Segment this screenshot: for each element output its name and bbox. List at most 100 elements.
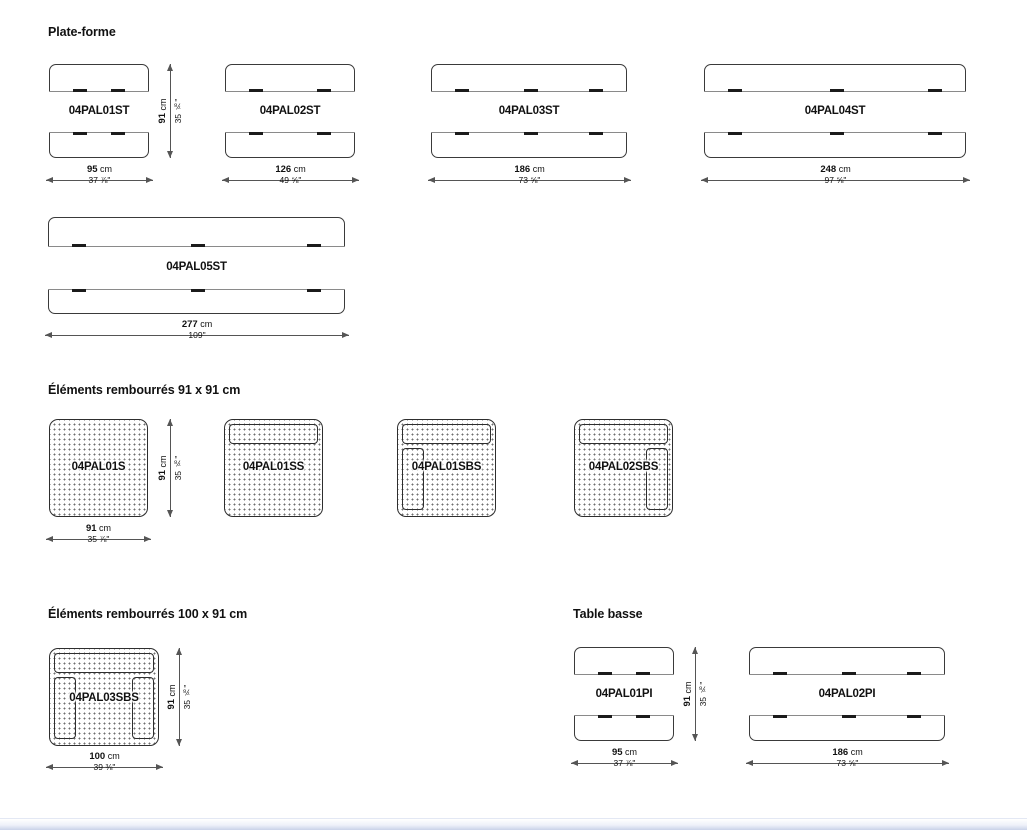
- arrow-left-icon: [45, 331, 52, 338]
- connector-tab-icon: [597, 672, 612, 675]
- module-code-label: 04PAL02PI: [818, 688, 876, 700]
- module-code-label: 04PAL01ST: [68, 105, 130, 117]
- dimension-inch: 35 ⅞": [173, 98, 183, 124]
- dimension-cm: 91 cm: [157, 455, 168, 481]
- connector-tab-icon: [841, 672, 856, 675]
- dimension-width-04PAL03ST: 186 cm 73 ⅝": [428, 164, 631, 185]
- cushion-04PAL01S[interactable]: 04PAL01S: [49, 419, 148, 517]
- dimension-cm: 95 cm: [611, 747, 638, 758]
- dimension-inch: 49 ⅝": [279, 175, 302, 185]
- dimension-cm: 91 cm: [682, 681, 693, 707]
- section-title-elements-91: Éléments rembourrés 91 x 91 cm: [48, 383, 241, 397]
- dimension-cm: 248 cm: [820, 164, 851, 175]
- backrest-outline: [579, 424, 668, 444]
- viewer-bottom-bar: [0, 818, 1027, 830]
- connector-tab-icon: [111, 89, 126, 92]
- dimension-line: [170, 419, 171, 517]
- backrest-outline: [54, 653, 154, 673]
- module-04PAL02PI[interactable]: 04PAL02PI: [748, 647, 946, 741]
- dimension-width-04PAL03SBS: 100 cm 39 ⅜": [46, 751, 163, 772]
- dimension-line: [428, 180, 631, 181]
- dimension-line: [45, 335, 349, 336]
- module-code-label: 04PAL01PI: [595, 688, 653, 700]
- dimension-cm: 91 cm: [85, 523, 112, 534]
- arrow-down-icon: [166, 510, 173, 517]
- module-04PAL01PI[interactable]: 04PAL01PI: [573, 647, 675, 741]
- connector-tab-icon: [727, 89, 742, 92]
- arrow-down-icon: [691, 734, 698, 741]
- dimension-depth-elements-91: 91 cm 35 ⅞": [157, 419, 183, 517]
- dimension-cm: 126 cm: [275, 164, 306, 175]
- dimension-inch: 109": [188, 330, 206, 340]
- module-code-label: 04PAL05ST: [166, 261, 227, 273]
- cushion-04PAL01SS[interactable]: 04PAL01SS: [224, 419, 323, 517]
- dimension-line: [571, 763, 678, 764]
- right-armrest-outline: [646, 448, 668, 510]
- dimension-width-04PAL01S: 91 cm 35 ⅞": [46, 523, 151, 544]
- dimension-depth-elements-100: 91 cm 35 ⅞": [166, 648, 192, 746]
- module-band: [748, 672, 946, 718]
- arrow-up-icon: [166, 64, 173, 71]
- dimension-inch: 37 ⅞": [613, 758, 636, 768]
- connector-tab-icon: [454, 132, 469, 135]
- arrow-left-icon: [571, 759, 578, 766]
- connector-tab-icon: [71, 289, 86, 292]
- dimension-cm: 186 cm: [514, 164, 545, 175]
- arrow-up-icon: [691, 647, 698, 654]
- connector-tab-icon: [307, 289, 322, 292]
- module-band: [224, 89, 356, 135]
- module-code-label: 04PAL03ST: [498, 105, 560, 117]
- right-armrest-outline: [132, 677, 154, 739]
- dimension-cm: 91 cm: [166, 684, 177, 710]
- arrow-right-icon: [624, 176, 631, 183]
- dimension-line: [746, 763, 949, 764]
- connector-tab-icon: [829, 132, 844, 135]
- module-band: [430, 89, 628, 135]
- connector-tab-icon: [454, 89, 469, 92]
- cushion-code-label: 04PAL01S: [71, 461, 126, 473]
- arrow-right-icon: [146, 176, 153, 183]
- dimension-cm: 91 cm: [157, 98, 168, 124]
- dimension-cm: 100 cm: [89, 751, 120, 762]
- module-band: [573, 672, 675, 718]
- dimension-depth-plate-forme: 91 cm 35 ⅞": [157, 64, 183, 158]
- connector-tab-icon: [907, 715, 922, 718]
- dimension-line: [46, 539, 151, 540]
- connector-tab-icon: [71, 244, 86, 247]
- dimension-cm: 186 cm: [832, 747, 863, 758]
- module-code-label: 04PAL02ST: [259, 105, 321, 117]
- backrest-outline: [402, 424, 491, 444]
- arrow-left-icon: [46, 763, 53, 770]
- cushion-04PAL02SBS[interactable]: 04PAL02SBS: [574, 419, 673, 517]
- dimension-line: [170, 64, 171, 158]
- section-title-elements-100: Éléments rembourrés 100 x 91 cm: [48, 607, 248, 621]
- connector-tab-icon: [248, 89, 263, 92]
- connector-tab-icon: [190, 289, 205, 292]
- cushion-code-label: 04PAL02SBS: [588, 461, 659, 473]
- arrow-up-icon: [166, 419, 173, 426]
- cushion-04PAL03SBS[interactable]: 04PAL03SBS: [49, 648, 159, 746]
- connector-tab-icon: [72, 132, 87, 135]
- arrow-right-icon: [156, 763, 163, 770]
- connector-tab-icon: [636, 715, 651, 718]
- dimension-inch: 37 ⅞": [88, 175, 111, 185]
- dimension-line: [695, 647, 696, 741]
- arrow-left-icon: [222, 176, 229, 183]
- module-04PAL04ST[interactable]: 04PAL04ST: [703, 64, 967, 158]
- dimension-width-04PAL05ST: 277 cm 109": [45, 319, 349, 340]
- dimension-width-04PAL01ST: 95 cm 37 ⅞": [46, 164, 153, 185]
- cushion-04PAL01SBS[interactable]: 04PAL01SBS: [397, 419, 496, 517]
- dimension-width-04PAL02ST: 126 cm 49 ⅝": [222, 164, 359, 185]
- connector-tab-icon: [317, 89, 332, 92]
- dimension-inch: 35 ⅞": [698, 681, 708, 707]
- arrow-left-icon: [746, 759, 753, 766]
- connector-tab-icon: [928, 132, 943, 135]
- module-04PAL01ST[interactable]: 04PAL01ST: [48, 64, 150, 158]
- module-04PAL05ST[interactable]: 04PAL05ST: [47, 217, 346, 314]
- module-04PAL02ST[interactable]: 04PAL02ST: [224, 64, 356, 158]
- backrest-outline: [229, 424, 318, 444]
- module-04PAL03ST[interactable]: 04PAL03ST: [430, 64, 628, 158]
- arrow-right-icon: [352, 176, 359, 183]
- dimension-inch: 35 ⅞": [173, 455, 183, 481]
